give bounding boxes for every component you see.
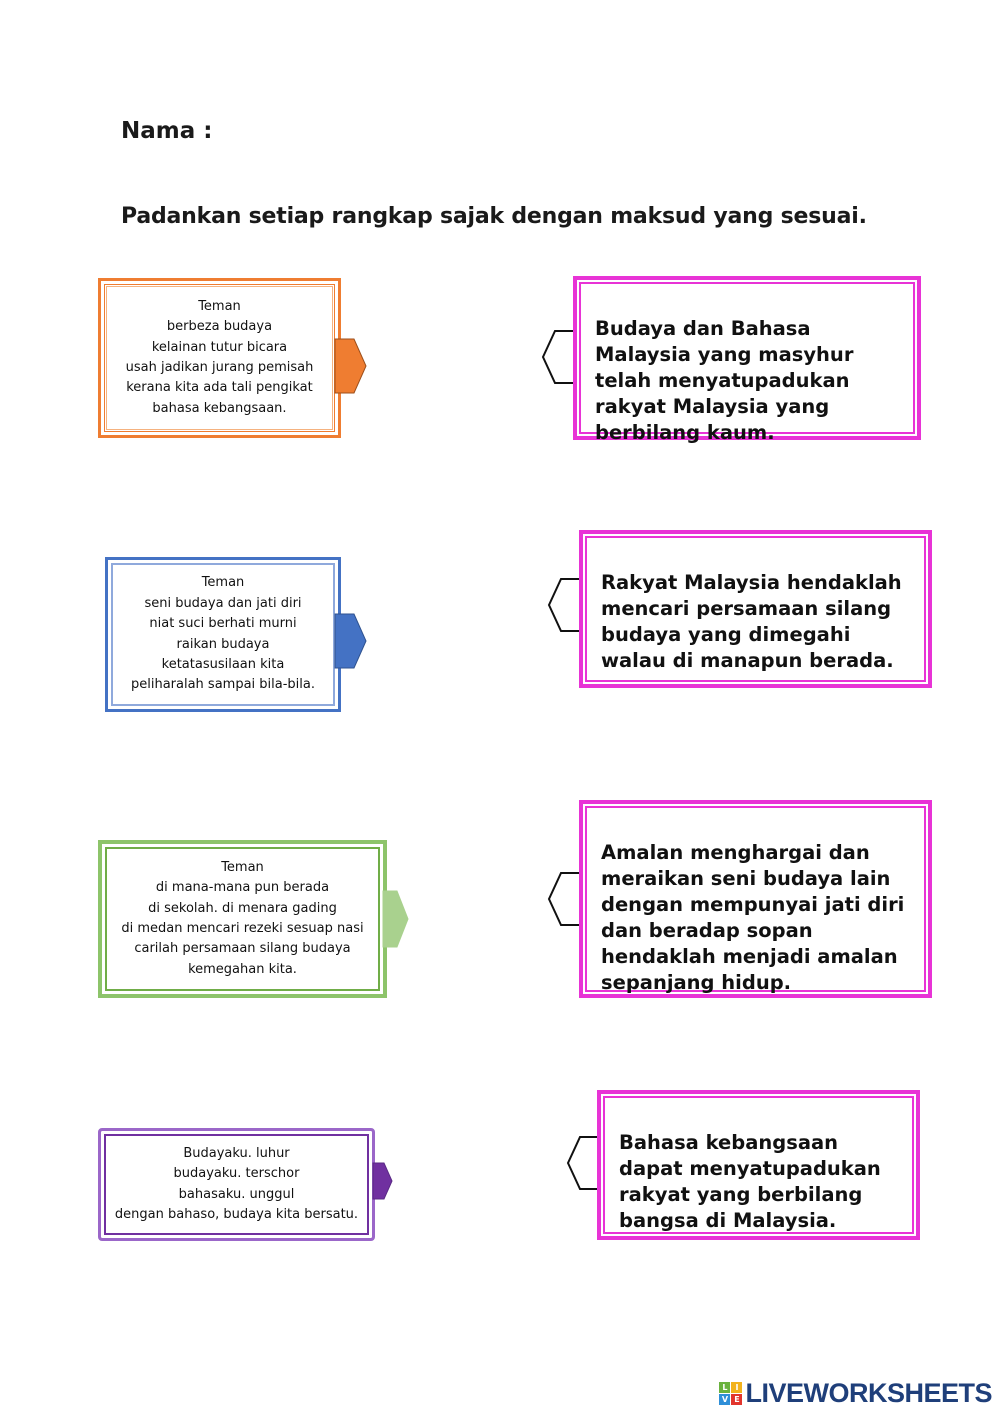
stanza-box-2[interactable]: Teman seni budaya dan jati diri niat suc…	[105, 557, 341, 712]
meaning-box-3[interactable]: Amalan menghargai dan meraikan seni buda…	[579, 800, 932, 998]
name-label: Nama :	[121, 118, 213, 144]
meaning-box-1[interactable]: Budaya dan Bahasa Malaysia yang masyhur …	[573, 276, 921, 444]
meaning-text: Bahasa kebangsaan dapat menyatupadukan r…	[619, 1131, 881, 1232]
stanza-box-4[interactable]: Budayaku. luhur budayaku. terschor bahas…	[98, 1128, 375, 1241]
meaning-text: Rakyat Malaysia hendaklah mencari persam…	[601, 571, 902, 672]
stanza-text: Teman berbeza budaya kelainan tutur bica…	[125, 298, 314, 416]
meaning-text: Amalan menghargai dan meraikan seni buda…	[601, 841, 905, 994]
stanza-text: Teman seni budaya dan jati diri niat suc…	[130, 575, 315, 693]
logo-text: LIVEWORKSHEETS	[745, 1378, 992, 1408]
connector-tab-right-icon[interactable]	[382, 890, 410, 948]
meaning-box-2[interactable]: Rakyat Malaysia hendaklah mencari persam…	[579, 530, 932, 688]
meaning-text: Budaya dan Bahasa Malaysia yang masyhur …	[595, 317, 854, 444]
connector-tab-right-icon[interactable]	[334, 613, 368, 669]
stanza-box-3[interactable]: Teman di mana-mana pun berada di sekolah…	[98, 840, 387, 998]
connector-tab-right-icon[interactable]	[372, 1162, 394, 1200]
liveworksheets-logo: L I V E LIVEWORKSHEETS	[719, 1378, 992, 1409]
instruction-text: Padankan setiap rangkap sajak dengan mak…	[121, 204, 867, 229]
stanza-text: Teman di mana-mana pun berada di sekolah…	[121, 859, 364, 977]
stanza-box-1[interactable]: Teman berbeza budaya kelainan tutur bica…	[98, 278, 341, 438]
stanza-text: Budayaku. luhur budayaku. terschor bahas…	[114, 1145, 359, 1222]
connector-tab-right-icon[interactable]	[334, 338, 368, 394]
meaning-box-4[interactable]: Bahasa kebangsaan dapat menyatupadukan r…	[597, 1090, 920, 1240]
logo-icon: L I V E	[719, 1382, 743, 1405]
